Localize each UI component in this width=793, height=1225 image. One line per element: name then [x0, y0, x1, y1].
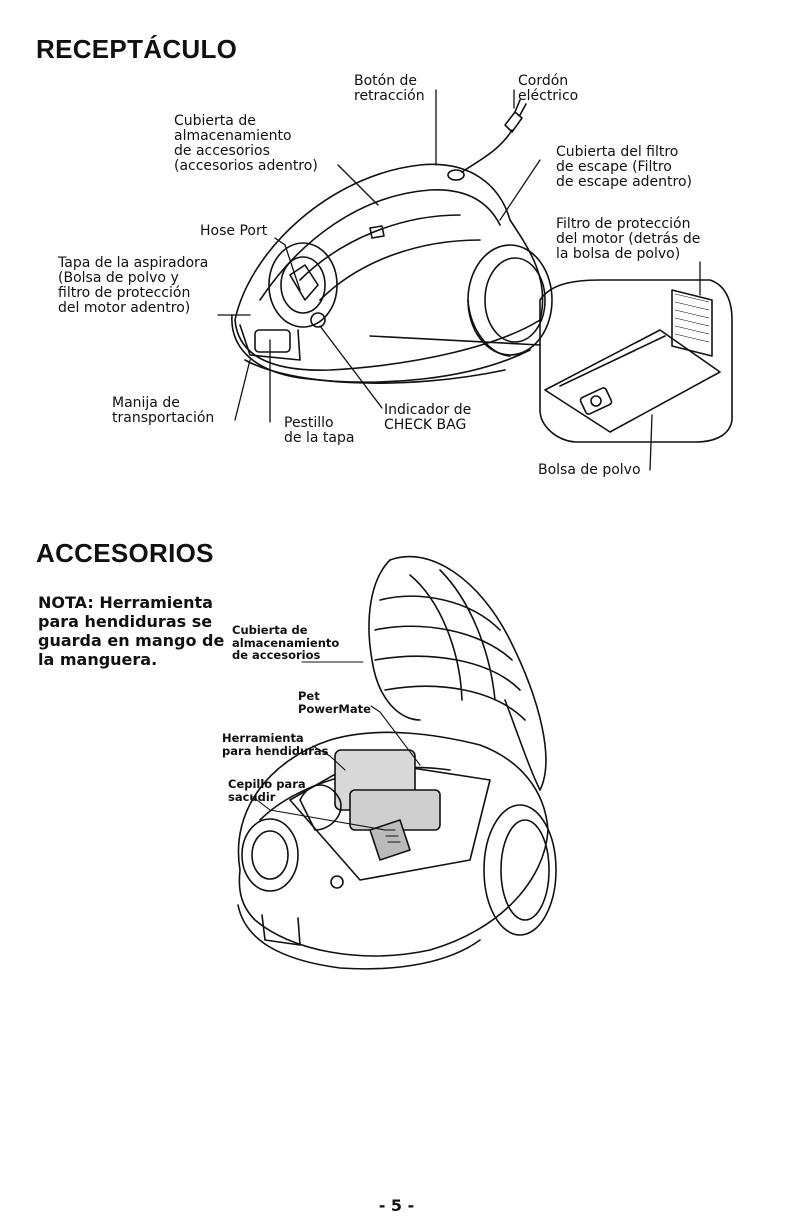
label-dust-bag: Bolsa de polvo — [538, 462, 641, 478]
label-pet-powermate: Pet PowerMate — [298, 689, 371, 716]
label-crevice-tool: Herramienta para hendiduras — [222, 731, 329, 758]
label-vacuum-lid: Tapa de la aspiradora (Bolsa de polvo y … — [58, 255, 209, 316]
page-number: - 5 - — [378, 1196, 415, 1215]
label-carry-handle: Manija de transportación — [112, 395, 215, 426]
leader-lines-top — [217, 89, 701, 471]
leader-lines-bottom — [252, 661, 421, 831]
label-exhaust-filter-cover: Cubierta del filtro de escape (Filtro de… — [556, 144, 693, 190]
note-crevice-tool: NOTA: Herramienta para hendiduras se gua… — [38, 593, 225, 669]
label-dusting-brush: Cepillo para sacudir — [228, 777, 306, 804]
label-hose-port: Hose Port — [200, 223, 268, 239]
label-check-bag-indicator: Indicador de CHECK BAG — [384, 402, 472, 433]
label-lid-latch: Pestillo de la tapa — [284, 415, 355, 446]
label-retract-button: Botón de retracción — [354, 73, 425, 104]
label-power-cord: Cordón eléctrico — [518, 73, 579, 104]
vacuum-canister-illustration — [231, 99, 553, 384]
label-accessory-storage-cover: Cubierta de almacenamiento de accesorios — [232, 623, 340, 662]
label-accessory-cover: Cubierta de almacenamiento de accesorios… — [174, 113, 318, 174]
section-title-accesorios: ACCESORIOS — [36, 538, 214, 568]
dust-bag-illustration — [369, 279, 733, 443]
label-motor-filter: Filtro de protección del motor (detrás d… — [556, 216, 701, 262]
vacuum-open-illustration — [237, 555, 557, 970]
section-title-receptaculo: RECEPTÁCULO — [36, 34, 238, 64]
